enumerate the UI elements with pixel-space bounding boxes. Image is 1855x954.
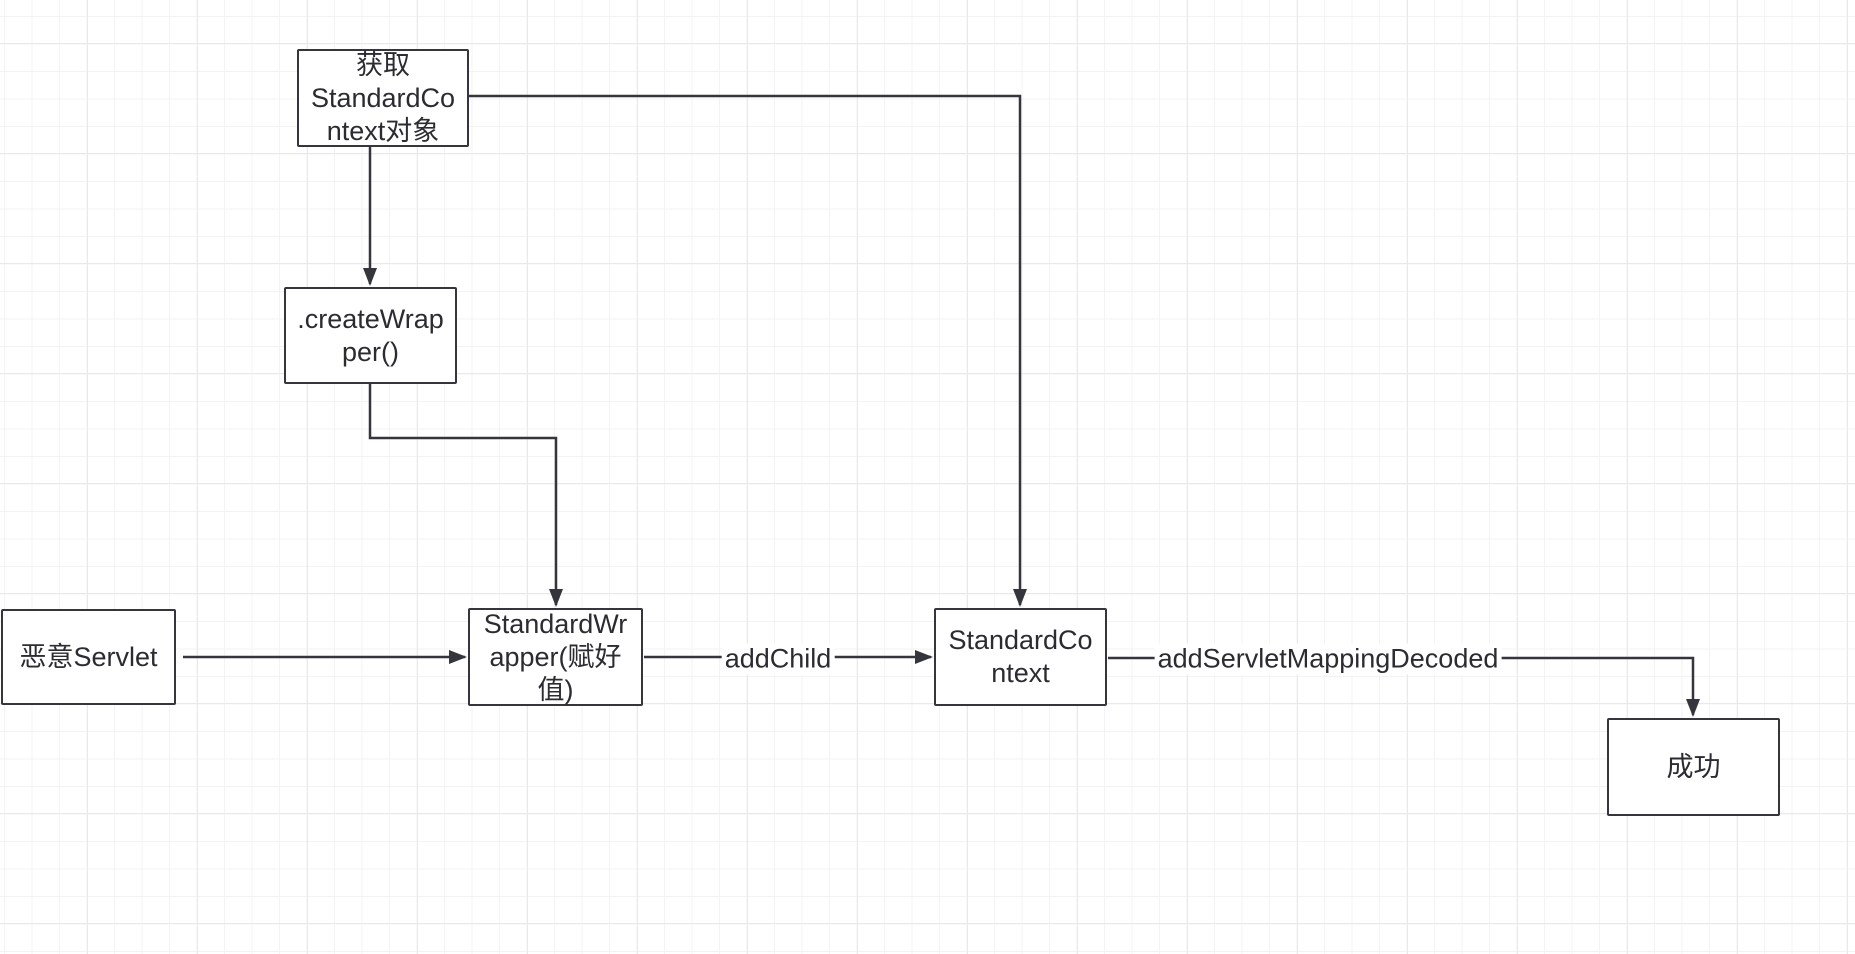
node-success[interactable]: 成功 bbox=[1607, 718, 1780, 816]
node-get-standardcontext-label: 获取 StandardCo ntext对象 bbox=[310, 49, 456, 146]
edge-label-addchild[interactable]: addChild bbox=[721, 643, 835, 675]
node-success-label: 成功 bbox=[1666, 751, 1721, 782]
node-standardcontext-label: StandardCo ntext bbox=[948, 625, 1093, 688]
node-malicious-servlet[interactable]: 恶意Servlet bbox=[1, 609, 176, 705]
node-createwrapper-label: .createWrap per() bbox=[297, 303, 444, 367]
node-get-standardcontext[interactable]: 获取 StandardCo ntext对象 bbox=[297, 49, 469, 147]
connector-createwrapper-to-standardwrapper[interactable] bbox=[368, 384, 563, 607]
node-malicious-servlet-label: 恶意Servlet bbox=[19, 641, 158, 672]
node-standardwrapper[interactable]: StandardWr apper(赋好 值) bbox=[468, 608, 643, 706]
node-standardwrapper-label: StandardWr apper(赋好 值) bbox=[483, 608, 628, 705]
node-standardcontext[interactable]: StandardCo ntext bbox=[934, 608, 1107, 706]
connector-getcontext-to-standardcontext[interactable] bbox=[469, 94, 1027, 607]
edge-label-addservletmappingdecoded[interactable]: addServletMappingDecoded bbox=[1154, 643, 1502, 675]
node-createwrapper[interactable]: .createWrap per() bbox=[284, 287, 457, 384]
